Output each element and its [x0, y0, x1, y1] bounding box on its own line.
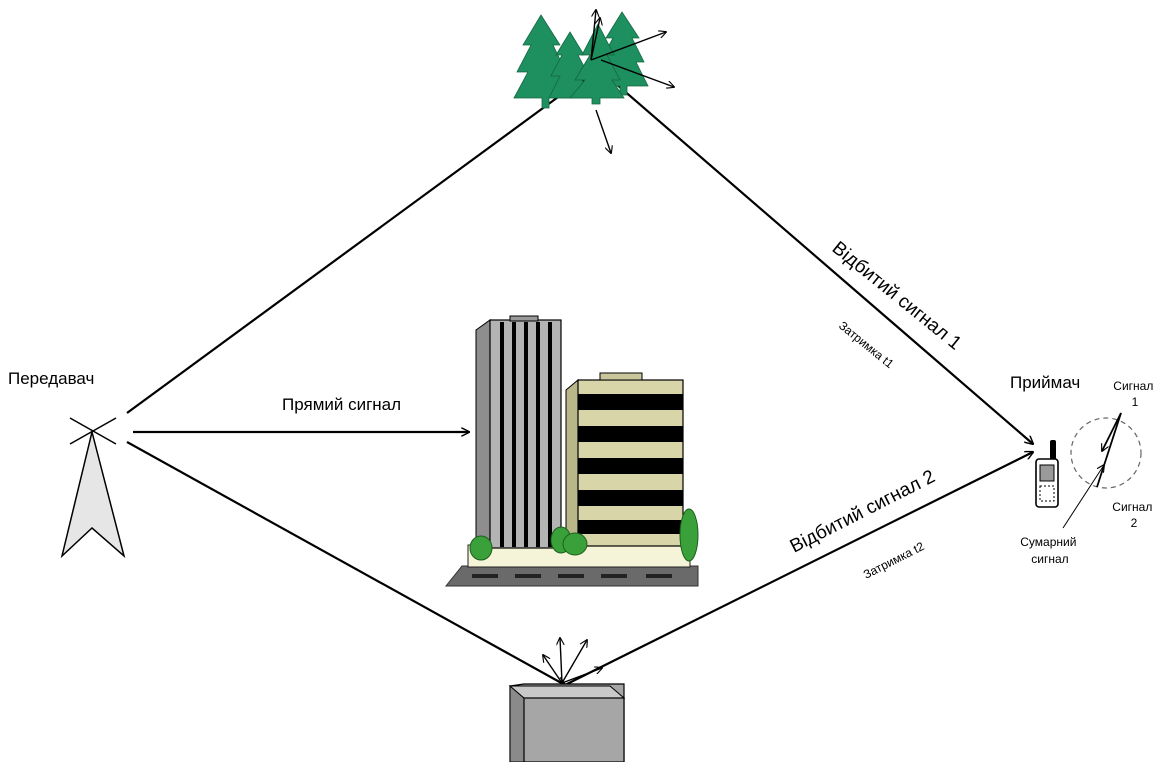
phasor-diagram — [1062, 412, 1142, 529]
delay-2-label: Затримка t2 — [861, 539, 927, 582]
transmitter-label: Передавач — [8, 369, 94, 388]
receiver-label: Приймач — [1010, 373, 1080, 392]
reflector-box-icon — [508, 638, 626, 762]
signal-1-label: Сигнал 1 — [1113, 379, 1156, 409]
sum-signal-label: Сумарний сигнал — [1020, 535, 1080, 566]
transmitter-antenna-icon — [60, 417, 126, 559]
city-buildings-icon — [444, 315, 699, 587]
mobile-phone-icon — [1035, 440, 1059, 508]
signal-2-label: Сигнал 2 — [1112, 500, 1155, 530]
signal-2-vector — [1102, 412, 1122, 451]
signal-1-vector — [1096, 412, 1122, 488]
delay-1-label: Затримка t1 — [836, 318, 897, 371]
forest-icon — [513, 10, 674, 153]
path-to-box-arrow — [126, 441, 565, 685]
reflected-path-2-arrow — [564, 452, 1033, 686]
sum-pointer-arrow — [1062, 465, 1104, 529]
direct-signal-label: Прямий сигнал — [282, 395, 401, 414]
path-to-forest-arrow — [126, 78, 584, 414]
reflected-path-1-arrow — [599, 69, 1033, 444]
